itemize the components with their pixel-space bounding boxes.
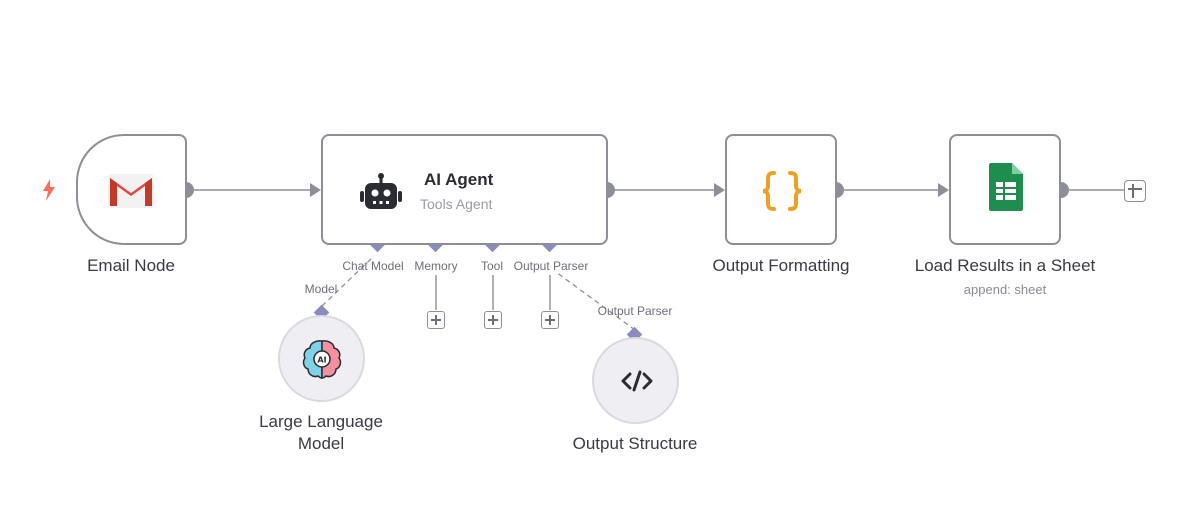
llm-node[interactable]: AI <box>278 315 365 402</box>
port-label-tool: Tool <box>480 259 504 273</box>
email-node-title: Email Node <box>87 256 175 275</box>
add-output-parser-button[interactable] <box>541 311 559 329</box>
add-tool-button[interactable] <box>484 311 502 329</box>
arrow-agent-input <box>310 183 321 197</box>
port-label-memory: Memory <box>414 259 458 273</box>
connection-label-output-parser: Output Parser <box>597 304 673 318</box>
port-label-output-parser: Output Parser <box>513 259 589 273</box>
google-sheets-icon <box>988 162 1024 217</box>
trigger-bolt-icon <box>40 178 58 202</box>
port-label-chat-model: Chat Model <box>342 259 404 273</box>
output-formatting-node[interactable] <box>725 134 837 245</box>
ai-brain-icon: AI <box>300 337 344 386</box>
ai-agent-subtitle: Tools Agent <box>420 196 493 212</box>
arrow-formatting-input <box>714 183 725 197</box>
llm-node-title-line1: Large Language <box>259 412 383 431</box>
output-structure-node[interactable] <box>592 337 679 424</box>
braces-icon <box>760 169 804 218</box>
gmail-icon <box>106 172 156 215</box>
llm-node-title-line2: Model <box>297 434 345 453</box>
wire-llm-chatmodel <box>321 255 375 307</box>
ai-agent-node[interactable]: AI Agent Tools Agent <box>321 134 608 245</box>
svg-text:AI: AI <box>317 356 326 365</box>
email-node[interactable] <box>76 134 187 245</box>
load-results-sheet-title: Load Results in a Sheet <box>914 256 1096 275</box>
load-results-sheet-subtitle: append: sheet <box>963 282 1047 297</box>
add-next-node-button[interactable] <box>1124 180 1146 202</box>
add-memory-button[interactable] <box>427 311 445 329</box>
output-formatting-title: Output Formatting <box>712 256 850 275</box>
code-icon <box>620 369 654 398</box>
arrow-sheet-input <box>938 183 949 197</box>
connection-label-model: Model <box>304 282 338 296</box>
output-structure-title: Output Structure <box>572 434 698 453</box>
wire-structure-parser <box>555 271 636 331</box>
load-results-sheet-node[interactable] <box>949 134 1061 245</box>
ai-agent-title: AI Agent <box>424 170 494 189</box>
robot-icon <box>357 172 405 217</box>
